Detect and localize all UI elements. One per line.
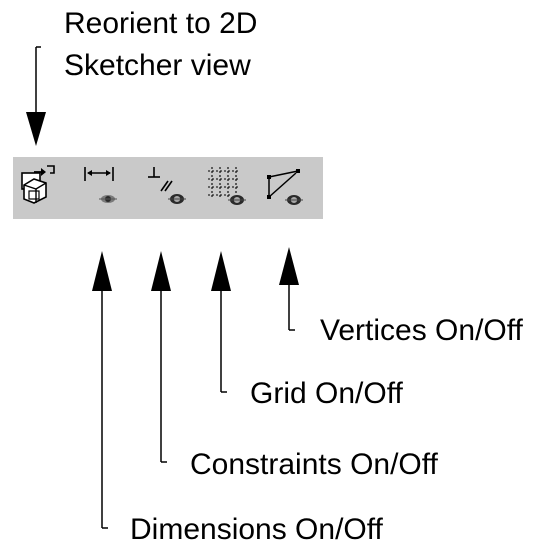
reorient-callout-line2: Sketcher view xyxy=(64,49,251,82)
constraint-eye-icon xyxy=(148,167,186,204)
dimensions-pointer-arrow xyxy=(92,251,112,529)
reorient-view-icon xyxy=(21,165,55,204)
sketcher-toolbar xyxy=(13,157,323,219)
vertices-callout-label: Vertices On/Off xyxy=(320,314,523,347)
reorient-2d-view-button[interactable] xyxy=(16,163,64,211)
dimension-eye-icon xyxy=(84,167,117,203)
vertex-eye-icon xyxy=(267,169,303,205)
constraints-callout-label: Constraints On/Off xyxy=(190,448,438,481)
grid-pointer-arrow xyxy=(211,251,231,393)
vertices-toggle-button[interactable] xyxy=(262,163,310,211)
reorient-callout-line1: Reorient to 2D xyxy=(64,7,258,40)
grid-eye-icon xyxy=(208,167,246,205)
constraints-toggle-button[interactable] xyxy=(144,163,192,211)
dimensions-toggle-button[interactable] xyxy=(80,163,128,211)
reorient-pointer-arrow xyxy=(26,46,46,146)
grid-callout-label: Grid On/Off xyxy=(250,377,403,410)
dimensions-callout-label: Dimensions On/Off xyxy=(130,513,383,546)
vertices-pointer-arrow xyxy=(279,247,299,331)
grid-toggle-button[interactable] xyxy=(204,163,252,211)
constraints-pointer-arrow xyxy=(151,251,171,463)
